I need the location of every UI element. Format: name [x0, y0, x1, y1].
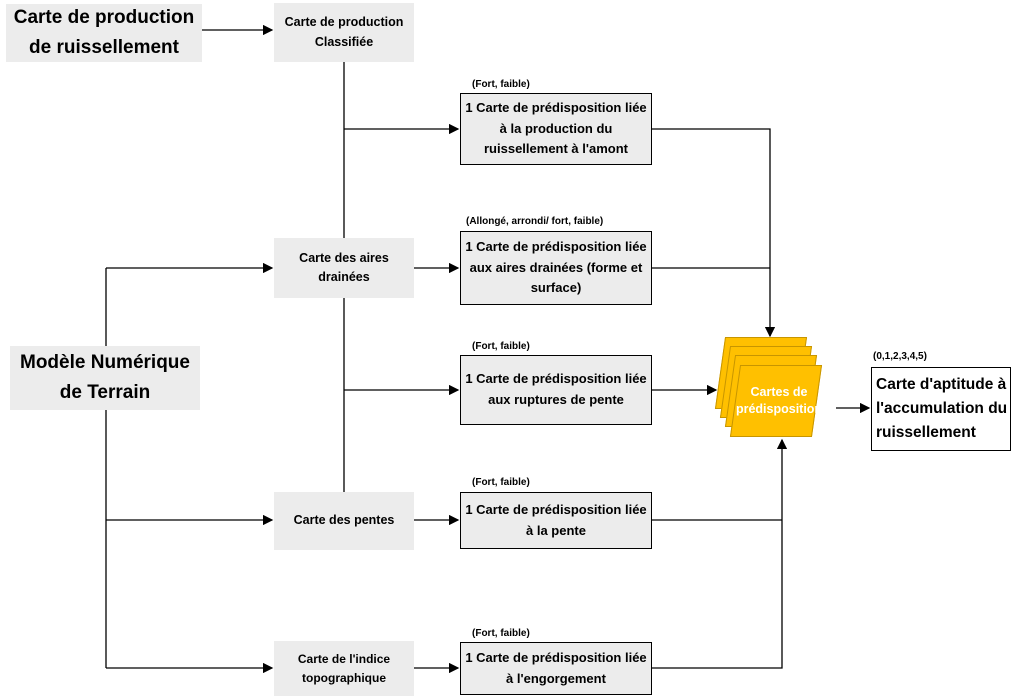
- pred-box-label: 1 Carte de prédisposition liée aux aires…: [465, 238, 647, 296]
- pred-tag: (Fort, faible): [472, 477, 530, 488]
- source-runoff-production-label: Carte de production de ruissellement: [13, 6, 195, 58]
- pred-box-label: 1 Carte de prédisposition liée à la prod…: [465, 99, 647, 157]
- node-classified-production-label: Carte de production Classifiée: [284, 15, 404, 49]
- pred-box-slope: 1 Carte de prédisposition liée à la pent…: [460, 492, 652, 549]
- pred-tag: (Allongé, arrondi/ fort, faible): [466, 216, 604, 227]
- pred-box-drained-areas: 1 Carte de prédisposition liée aux aires…: [460, 231, 652, 305]
- pred-tag: (Fort, faible): [472, 341, 530, 352]
- source-runoff-production: Carte de production de ruissellement: [6, 4, 202, 62]
- node-drained-areas-label: Carte des aires drainées: [299, 250, 389, 284]
- source-dtm-label: Modèle Numérique de Terrain: [20, 351, 190, 403]
- pred-box-slope-breaks: 1 Carte de prédisposition liée aux ruptu…: [460, 355, 652, 425]
- source-dtm: Modèle Numérique de Terrain: [10, 346, 200, 410]
- stack-label: Cartes de prédisposition: [735, 365, 823, 437]
- pred-box-label: 1 Carte de prédisposition liée à l'engor…: [465, 649, 647, 686]
- node-slopes: Carte des pentes: [274, 492, 414, 550]
- output-tag: (0,1,2,3,4,5): [873, 351, 927, 362]
- output-box: Carte d'aptitude à l'accumulation du rui…: [871, 367, 1011, 451]
- stack-label-text: Cartes de prédisposition: [735, 385, 823, 416]
- node-topographic-index: Carte de l'indice topographique: [274, 641, 414, 696]
- pred-tag: (Fort, faible): [472, 628, 530, 639]
- node-slopes-label: Carte des pentes: [293, 513, 395, 528]
- pred-tag: (Fort, faible): [472, 79, 530, 90]
- predisposition-stack: Cartes de prédisposition: [714, 337, 828, 442]
- pred-box-waterlogging: 1 Carte de prédisposition liée à l'engor…: [460, 642, 652, 695]
- pred-box-label: 1 Carte de prédisposition liée aux ruptu…: [465, 371, 647, 407]
- pred-box-runoff-upstream: 1 Carte de prédisposition liée à la prod…: [460, 93, 652, 165]
- output-label: Carte d'aptitude à l'accumulation du rui…: [876, 375, 1008, 441]
- pred-box-label: 1 Carte de prédisposition liée à la pent…: [465, 501, 647, 538]
- node-topographic-index-label: Carte de l'indice topographique: [297, 651, 391, 685]
- node-classified-production: Carte de production Classifiée: [274, 3, 414, 62]
- node-drained-areas: Carte des aires drainées: [274, 238, 414, 298]
